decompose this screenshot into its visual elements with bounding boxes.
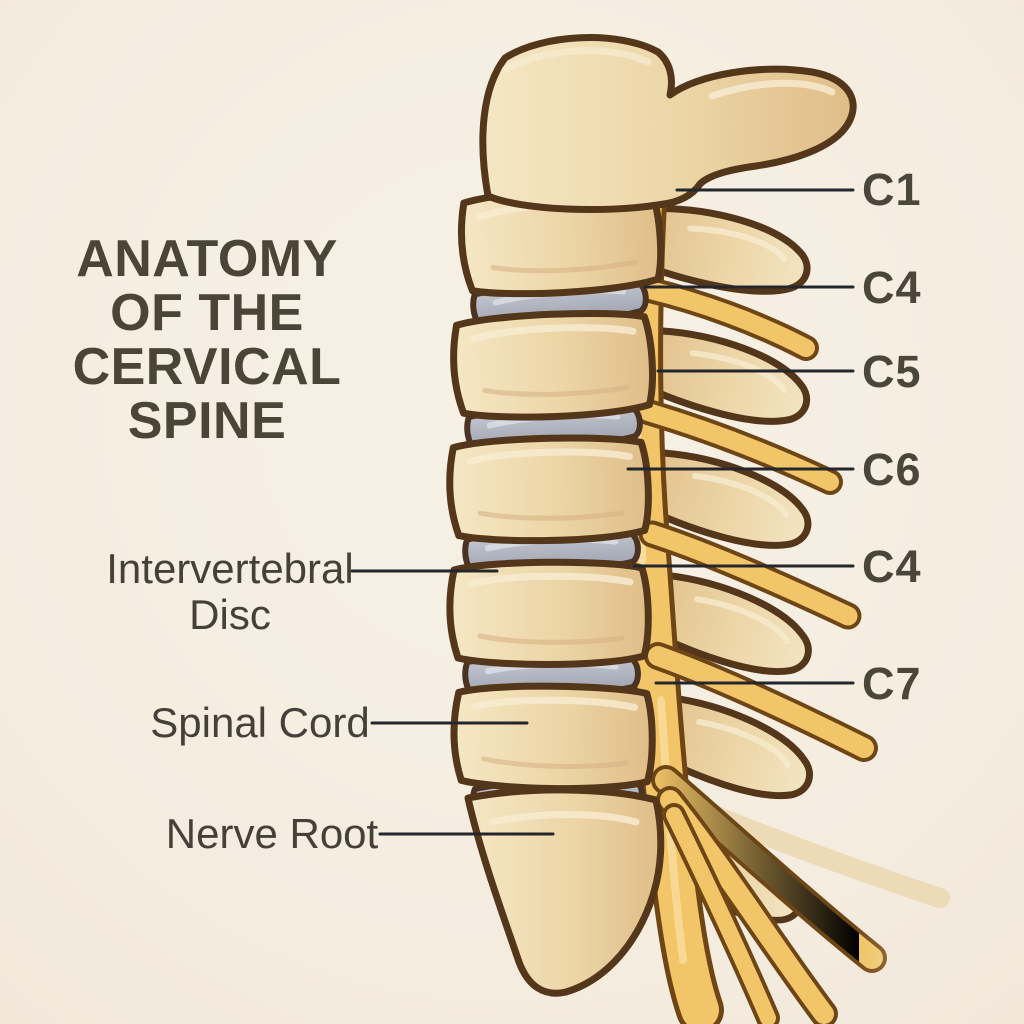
nerve-root-shapes [635, 277, 950, 1024]
label-c6: C6 [862, 444, 922, 495]
bottom-vertebra [464, 786, 665, 997]
label-spinal-cord: Spinal Cord [150, 699, 370, 746]
label-c5: C5 [862, 346, 922, 397]
label-c1: C1 [862, 164, 922, 215]
vertebral-bodies [449, 185, 665, 997]
poster-title: ANATOMY OF THE CERVICAL SPINE [72, 230, 342, 451]
label-c4-upper: C4 [862, 262, 922, 313]
label-c4-lower: C4 [862, 541, 922, 592]
leader-lines [350, 188, 855, 836]
label-nerve-root: Nerve Root [165, 810, 379, 857]
label-c7: C7 [862, 658, 922, 709]
label-intervertebral-disc: Intervertebral Disc [106, 545, 354, 639]
top-vertebra [479, 34, 857, 214]
